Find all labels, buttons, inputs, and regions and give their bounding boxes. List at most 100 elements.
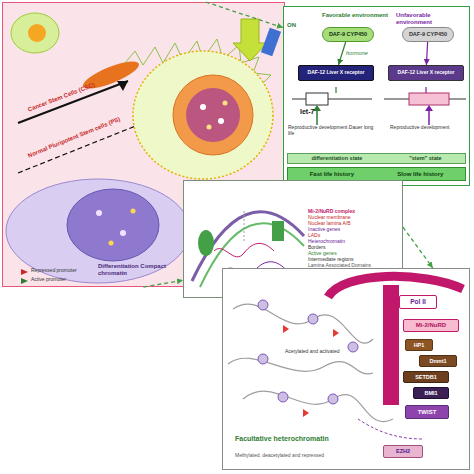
- nucleosome: [308, 314, 318, 324]
- receptor-box: DAF-12 Liver X receptor: [298, 65, 374, 81]
- chromatin-dot: [218, 118, 224, 124]
- protein-box: Pol II: [399, 295, 437, 309]
- receptor-box: DAF-12 Liver X receptor: [388, 65, 464, 81]
- chromatin: [186, 88, 240, 142]
- outcome-note: Reproductive development Dauer long life: [288, 125, 376, 136]
- panel-label: Repressed promoter: [31, 268, 101, 274]
- chromatin-dot: [223, 101, 228, 106]
- chromatin-fiber: [228, 358, 373, 374]
- legend-symbol: [21, 269, 28, 275]
- node-label: Pol II: [410, 298, 426, 305]
- node-label: BMI1: [424, 390, 437, 396]
- nucleosome: [258, 300, 268, 310]
- state-band: differentiation state "stem" state: [287, 153, 466, 164]
- enzyme-box: DAF-9 CYP450: [402, 27, 454, 42]
- protein-box: TWIST: [405, 405, 449, 419]
- node-label: DAF-12 Liver X receptor: [308, 70, 365, 76]
- band-label: differentiation state: [311, 155, 362, 161]
- panel-label: Acetylated and activated: [285, 349, 375, 355]
- connector-arrow: [338, 42, 345, 65]
- enzyme-box: DAF-9 CYP450: [322, 27, 374, 42]
- activation-arrow: [428, 109, 430, 125]
- outcome-note: Reproductive development: [390, 125, 466, 131]
- arrow-head: [425, 105, 433, 111]
- band-label: Slow life history: [397, 171, 443, 178]
- panel-label: Heterochromatin: [308, 239, 403, 245]
- nucleosome: [258, 354, 268, 364]
- big-arrow: [233, 19, 267, 61]
- arrow-head: [117, 81, 128, 91]
- panel: Pol II Mi-2/NuRD HP1Dnmt1SETDB1BMI1TWIST EZ…: [222, 268, 470, 470]
- panel-label: Mi-2/NuRD complex: [308, 209, 403, 215]
- node-label: EZH2: [396, 448, 410, 454]
- panel-label: Borders: [308, 245, 403, 251]
- protein-box: EZH2: [383, 445, 423, 458]
- panel-label: Nuclear lamina A/B: [308, 221, 403, 227]
- panel-label: Intermediate regions: [308, 257, 403, 263]
- nucleosome: [348, 342, 358, 352]
- chromatin-fiber: [214, 243, 274, 256]
- nucleosome: [328, 394, 338, 404]
- division-line: [18, 81, 128, 123]
- panel-label: Cancer Stem Cells (CSC): [27, 68, 132, 114]
- cell-nucleus: [67, 189, 159, 261]
- state-label: ON: [287, 22, 307, 29]
- life-history-band: Fast life history Slow life history: [287, 167, 466, 181]
- gene-box: [409, 93, 449, 105]
- chromatin-fiber: [233, 304, 373, 343]
- protein-box: SETDB1: [403, 371, 449, 383]
- acetyl-mark: [333, 329, 339, 337]
- connector-arrow: [403, 227, 433, 268]
- gene-box: [306, 93, 328, 105]
- node-label: HP1: [414, 342, 425, 348]
- cell-nucleus: [28, 24, 46, 42]
- node-label: TWIST: [418, 409, 437, 416]
- panel-label: Methylated, deacetylated and repressed: [235, 453, 375, 459]
- chromatin-domain: [198, 230, 214, 256]
- receptor-symbol: [261, 28, 281, 57]
- protein-box: BMI1: [413, 387, 449, 399]
- complex-bar: [383, 285, 399, 405]
- nucleosome: [278, 392, 288, 402]
- band-label: Fast life history: [310, 171, 354, 178]
- panel-label: Favorable environment: [322, 12, 394, 19]
- node-label: DAF-9 CYP450: [329, 31, 367, 37]
- connector-arrow: [206, 2, 283, 28]
- connector-arrow: [426, 42, 427, 65]
- chromatin-dot: [207, 125, 212, 130]
- panel: DAF-9 CYP450 DAF-9 CYP450DAF-12 Liver X r…: [283, 6, 470, 186]
- gene-line: [292, 99, 372, 100]
- differentiated-cell: [6, 179, 190, 283]
- border-line: [244, 211, 245, 241]
- connector-arrow: [144, 280, 184, 287]
- node-label: DAF-9 CYP450: [409, 31, 447, 37]
- node-label: Mi-2/NuRD: [416, 322, 446, 329]
- panel-label: Differentiation Compact chromatin: [98, 263, 180, 276]
- pluripotent-cell: [133, 51, 273, 179]
- chromatin-dot: [131, 209, 136, 214]
- chromatin-domain: [272, 221, 284, 241]
- legend-symbol: [21, 278, 28, 284]
- edge-label: hormone: [346, 50, 368, 56]
- acetyl-mark: [303, 409, 309, 417]
- chromatin-fiber: [243, 391, 393, 421]
- gene-label: let-7: [300, 108, 330, 116]
- chromatin-dot: [200, 104, 206, 110]
- activation-arrow: [316, 109, 318, 125]
- band-label: "stem" state: [409, 155, 441, 161]
- protein-box: HP1: [405, 339, 433, 351]
- panel-label: Active promoter: [31, 277, 101, 283]
- panel-label: Active genes: [308, 251, 403, 257]
- chromatin-dot: [120, 230, 126, 236]
- panel-label: Facultative heterochromatin: [235, 435, 365, 443]
- panel-label: LADs: [308, 233, 403, 239]
- cell-nucleus: [173, 75, 253, 155]
- stem-cell: [11, 13, 59, 53]
- node-label: Dnmt1: [429, 358, 446, 364]
- node-label: SETDB1: [415, 374, 437, 380]
- panel-label: Inactive genes: [308, 227, 403, 233]
- chromatin-dot: [109, 241, 114, 246]
- acetyl-mark: [283, 325, 289, 333]
- chromatin-dot: [96, 210, 102, 216]
